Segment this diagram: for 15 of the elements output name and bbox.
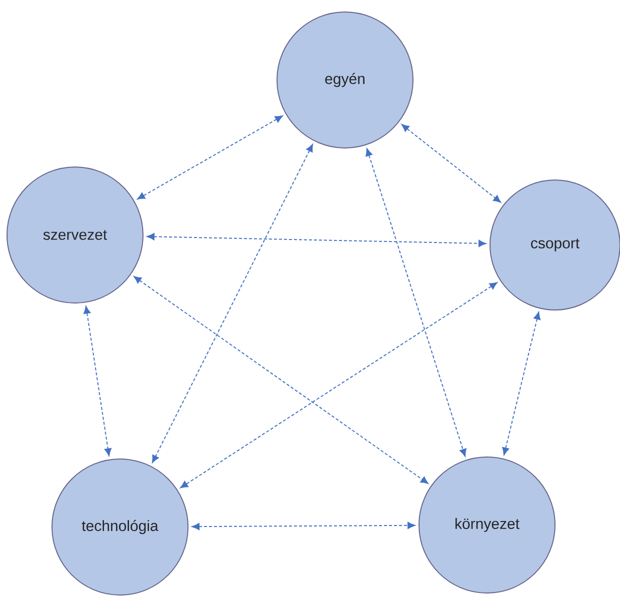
arrow: [180, 282, 498, 488]
arrow: [134, 276, 428, 484]
circle-node: egyén: [276, 12, 414, 148]
arrow: [137, 115, 283, 200]
arrow: [401, 124, 502, 203]
arrow: [152, 144, 314, 463]
circle-node: szervezet: [6, 166, 144, 304]
circle-node: technológia: [52, 458, 188, 596]
arrow: [192, 522, 416, 530]
arrow: [146, 233, 486, 247]
circle-node: csoport: [490, 180, 620, 310]
arrow: [502, 312, 541, 456]
arrow: [84, 306, 112, 456]
arrow: [366, 148, 466, 457]
circle-node: környezet: [418, 456, 556, 594]
